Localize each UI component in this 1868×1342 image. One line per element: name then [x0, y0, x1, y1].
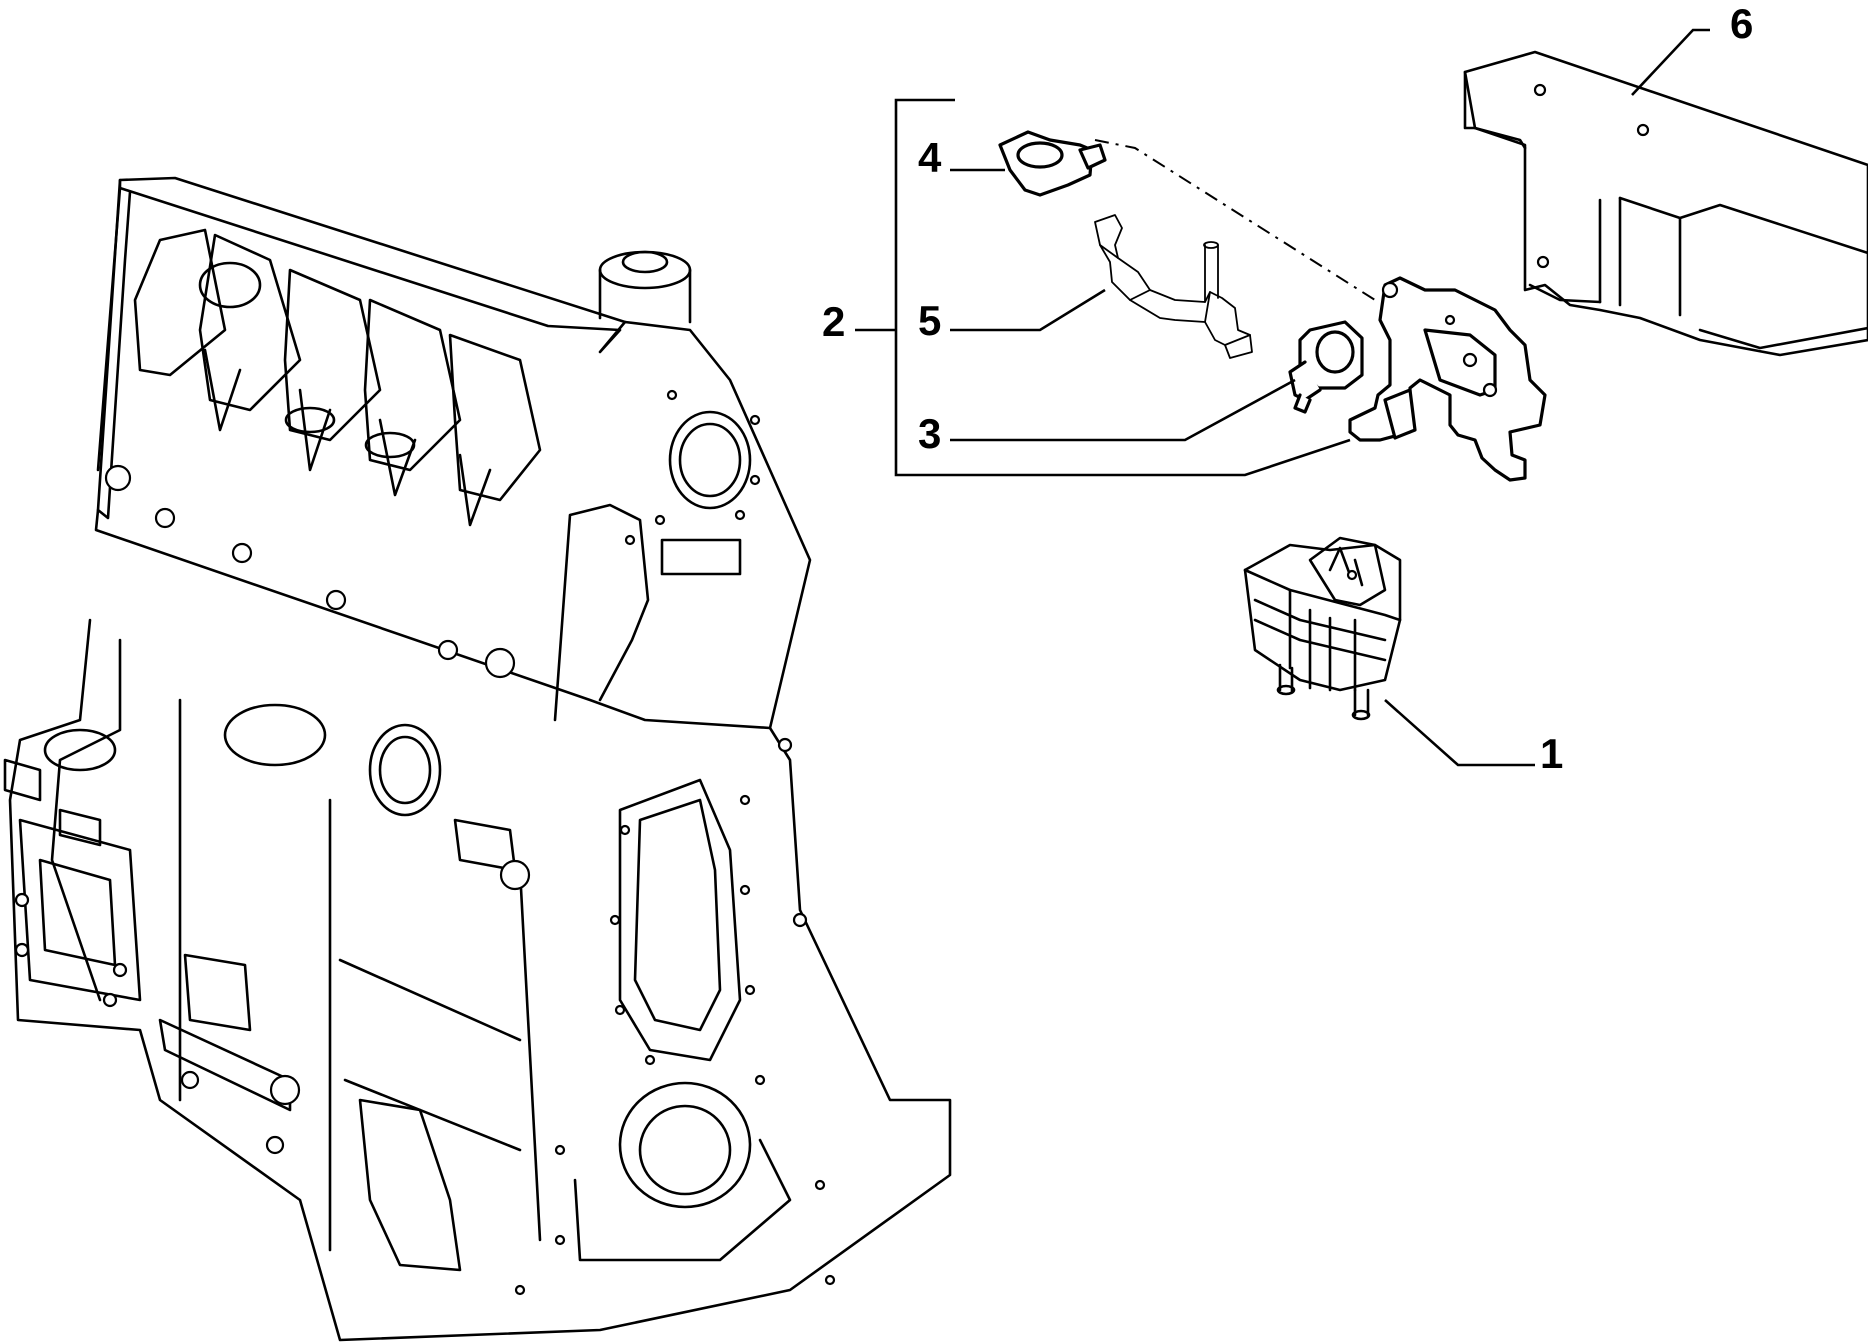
callout-3: 3	[918, 410, 941, 457]
part-5-bracket	[1094, 214, 1253, 359]
callouts: 1 2 3 4 5 6	[822, 0, 1753, 777]
callout-1: 1	[1540, 730, 1563, 777]
part-2-mount	[1348, 276, 1547, 482]
part-3-sensor	[1288, 320, 1364, 414]
part-6-cover	[1463, 50, 1868, 357]
leader-lines	[855, 28, 1710, 767]
engine-block	[3, 176, 952, 1342]
callout-2: 2	[822, 298, 845, 345]
callout-4: 4	[918, 134, 942, 181]
part-1-relay-box	[1243, 536, 1402, 721]
callout-6: 6	[1730, 0, 1753, 47]
callout-5: 5	[918, 297, 941, 344]
part-4-clip	[998, 130, 1107, 197]
